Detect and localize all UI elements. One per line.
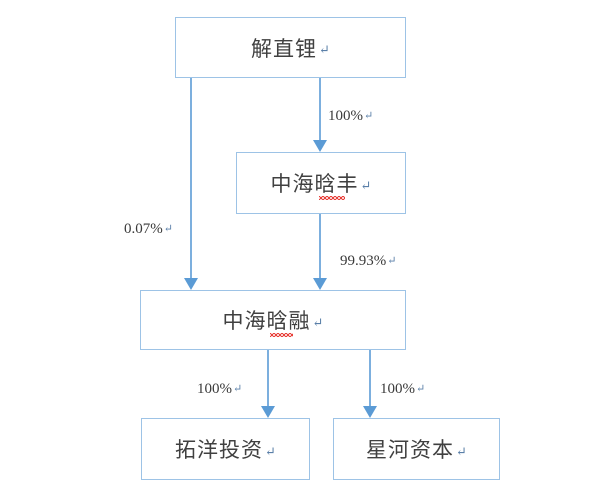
- pilcrow-mark: ↵: [163, 222, 173, 235]
- pilcrow-mark: ↵: [265, 443, 276, 459]
- connector-person-to-core: [184, 78, 198, 290]
- node-holding-label: 中海晗丰↵: [271, 168, 372, 200]
- edge-label-holding-to-core: 99.93%↵: [340, 253, 397, 269]
- edge-label-person-to-core: 0.07%↵: [124, 221, 173, 237]
- node-holding[interactable]: 中海晗丰↵: [236, 152, 406, 214]
- node-sub-right[interactable]: 星河资本↵: [333, 418, 500, 480]
- node-core-label: 中海晗融↵: [223, 305, 324, 337]
- pilcrow-mark: ↵: [319, 42, 330, 58]
- pilcrow-mark: ↵: [456, 443, 467, 459]
- connector-holding-to-core: [313, 214, 327, 290]
- pilcrow-mark: ↵: [387, 254, 397, 267]
- pilcrow-mark: ↵: [364, 109, 374, 122]
- pilcrow-mark: ↵: [360, 177, 372, 193]
- edge-label-core-to-sub-right: 100%↵: [380, 381, 426, 397]
- node-sub-right-label: 星河资本↵: [366, 438, 467, 462]
- node-core[interactable]: 中海晗融↵: [140, 290, 406, 350]
- connector-core-to-sub-right: [363, 350, 377, 418]
- node-person[interactable]: 解直锂↵: [175, 17, 406, 78]
- pilcrow-mark: ↵: [233, 382, 243, 395]
- connector-person-to-holding: [313, 78, 327, 152]
- edge-label-person-to-holding: 100%↵: [328, 108, 374, 124]
- pilcrow-mark: ↵: [416, 382, 426, 395]
- connector-core-to-sub-left: [261, 350, 275, 418]
- node-sub-left-label: 拓洋投资↵: [175, 438, 276, 462]
- pilcrow-mark: ↵: [312, 314, 324, 330]
- node-sub-left[interactable]: 拓洋投资↵: [141, 418, 310, 480]
- node-person-label: 解直锂↵: [251, 36, 330, 61]
- edge-label-core-to-sub-left: 100%↵: [197, 381, 243, 397]
